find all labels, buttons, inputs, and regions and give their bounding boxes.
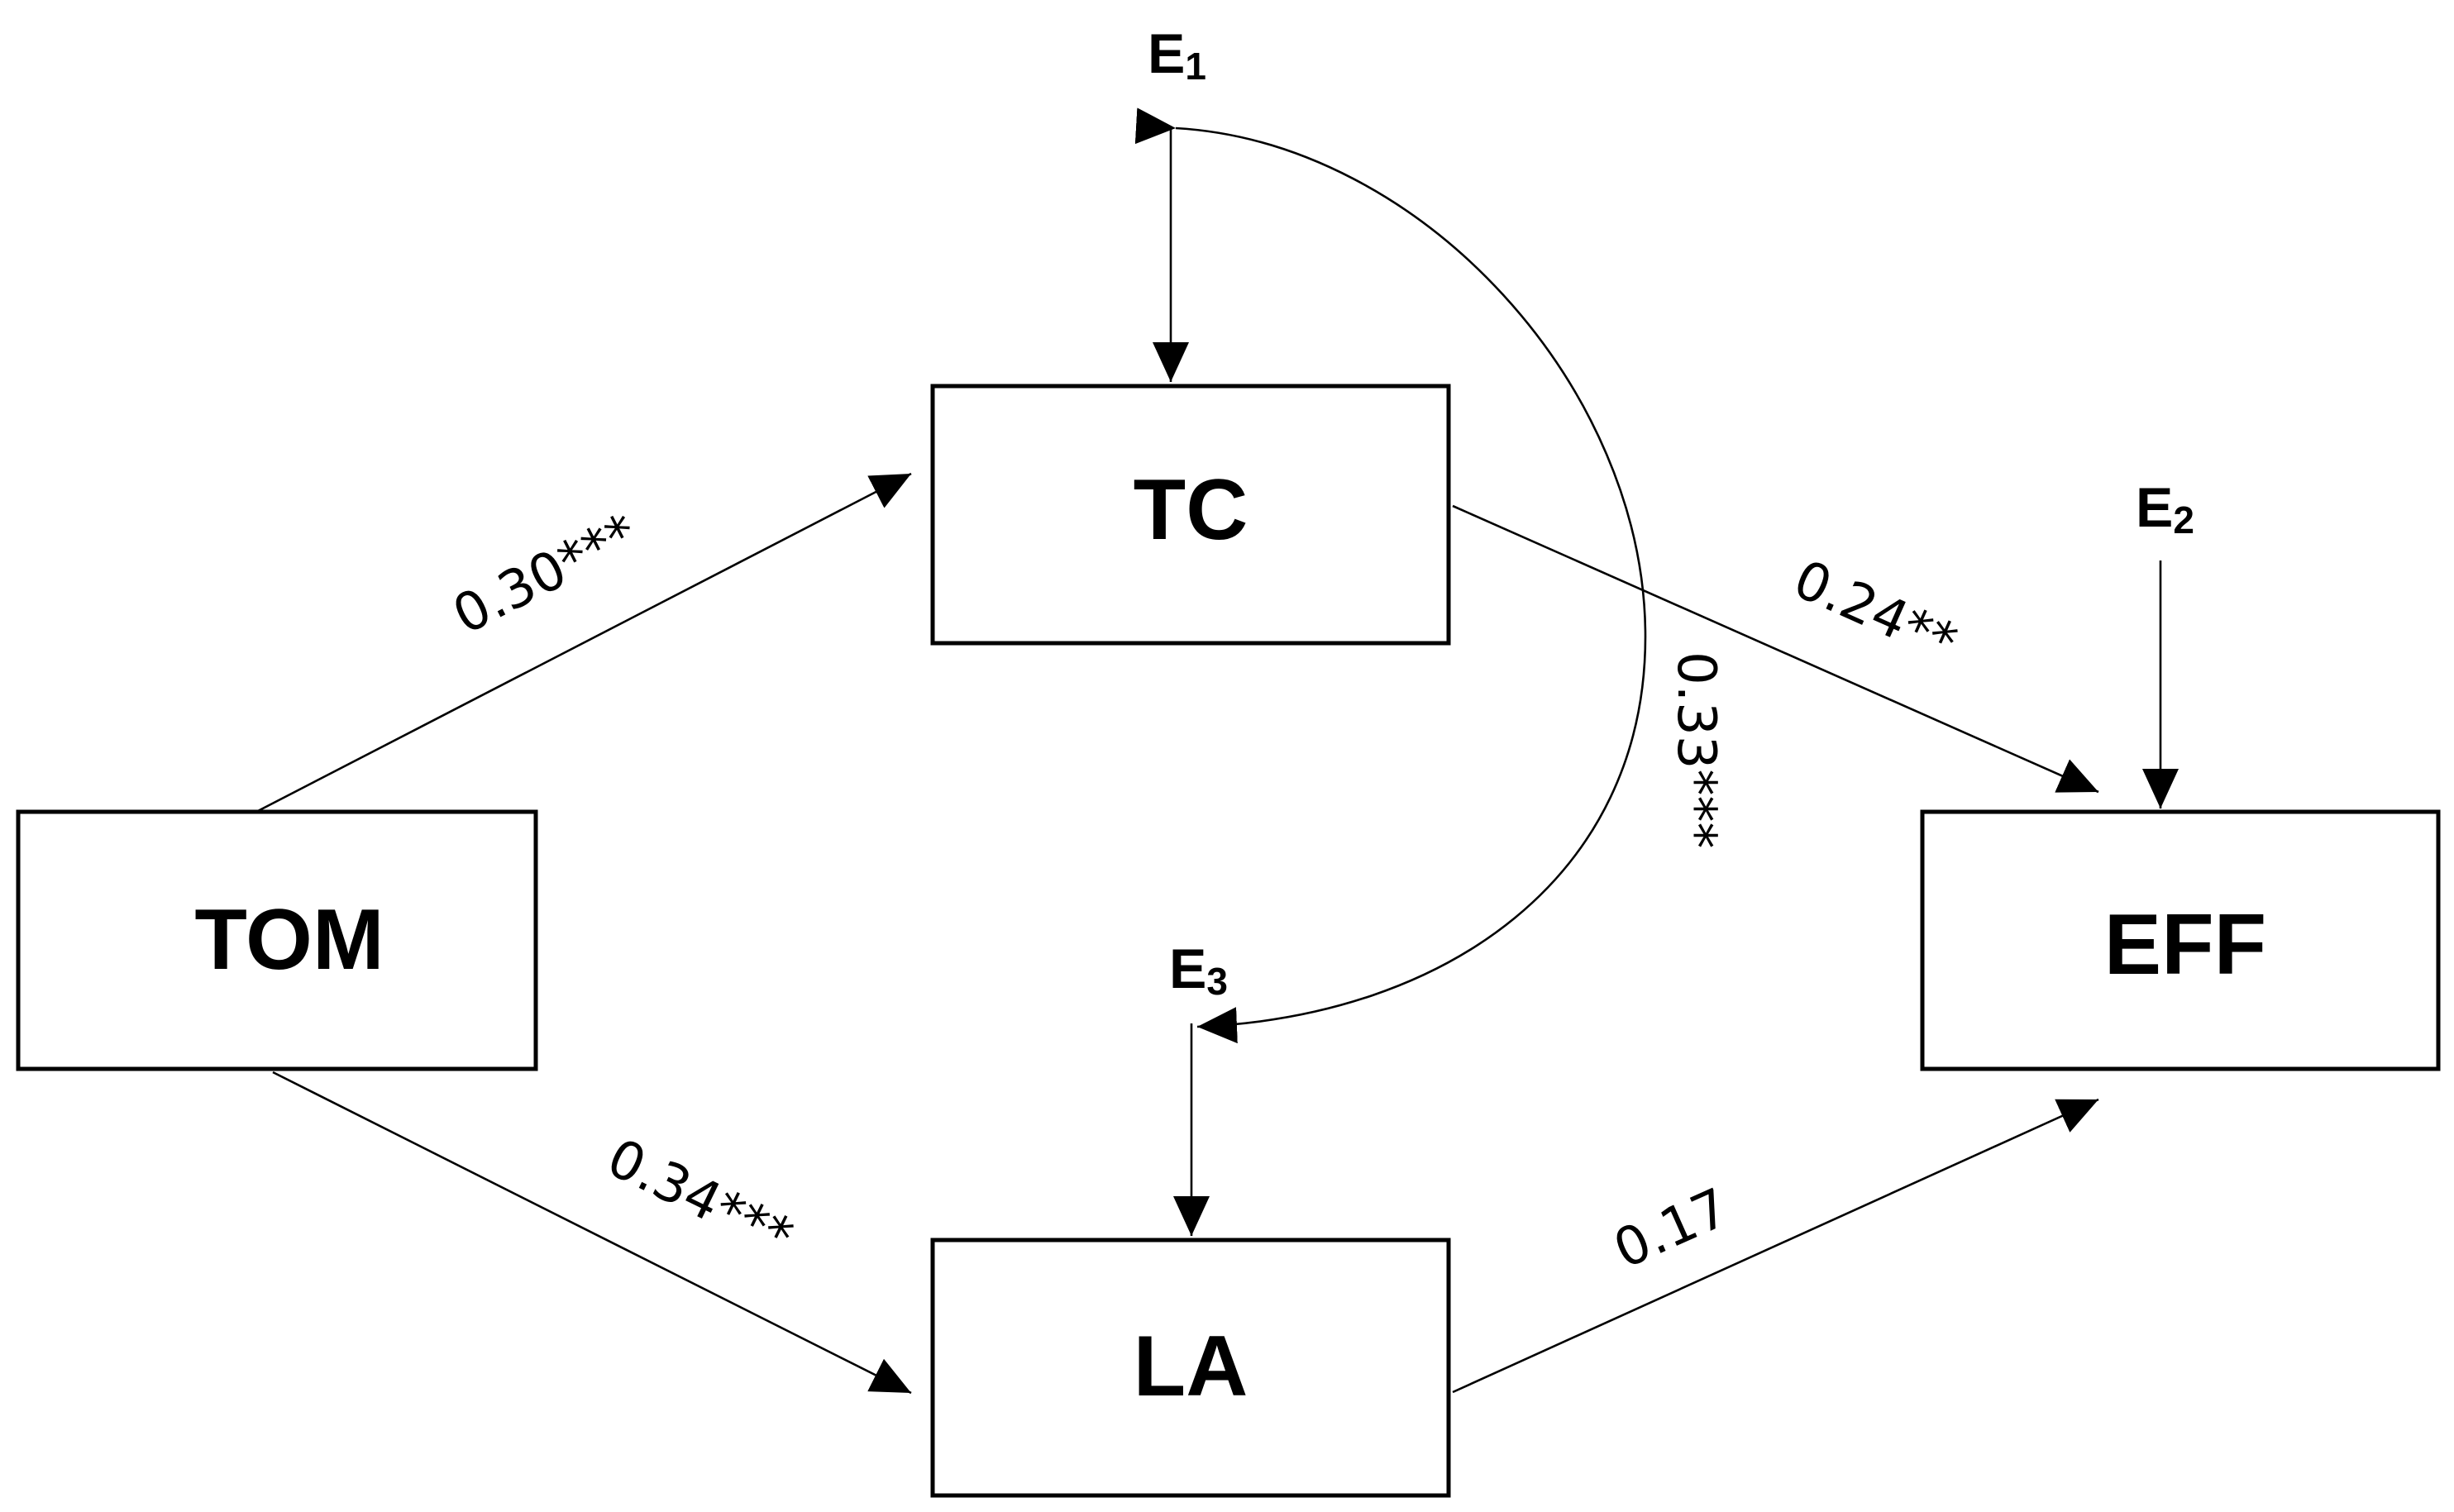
coef-e1-e3: 0.33*** (1665, 651, 1726, 849)
arrow-tc-eff (1452, 504, 2099, 794)
arrow-tom-tc (255, 472, 912, 813)
error-letter-e2: E (2136, 476, 2173, 539)
covariance-e1-e3 (1134, 107, 1647, 1044)
node-label-tc: TC (1134, 462, 1248, 558)
error-label-e2: E2 (2136, 476, 2194, 541)
arrow-tom-la (272, 1071, 912, 1395)
error-sub-e3: 3 (1206, 960, 1228, 1003)
box-la (930, 1238, 1451, 1498)
box-eff (1920, 809, 2441, 1071)
coef-tom-la: 0.34*** (598, 1128, 802, 1269)
error-letter-e3: E (1169, 937, 1206, 1000)
node-label-eff: EFF (2104, 897, 2266, 993)
error-letter-e1: E (1148, 22, 1185, 85)
node-label-tom: TOM (194, 892, 384, 988)
error-label-e1: E1 (1148, 22, 1206, 88)
node-label-la: LA (1134, 1319, 1248, 1414)
arrow-la-eff (1452, 1098, 2099, 1394)
coef-la-eff: 0.17 (1605, 1177, 1737, 1281)
error-label-e3: E3 (1169, 937, 1228, 1003)
box-tom (16, 809, 538, 1071)
error-sub-e2: 2 (2173, 498, 2194, 541)
error-sub-e1: 1 (1185, 45, 1206, 88)
coef-tc-eff: 0.24** (1784, 549, 1965, 675)
